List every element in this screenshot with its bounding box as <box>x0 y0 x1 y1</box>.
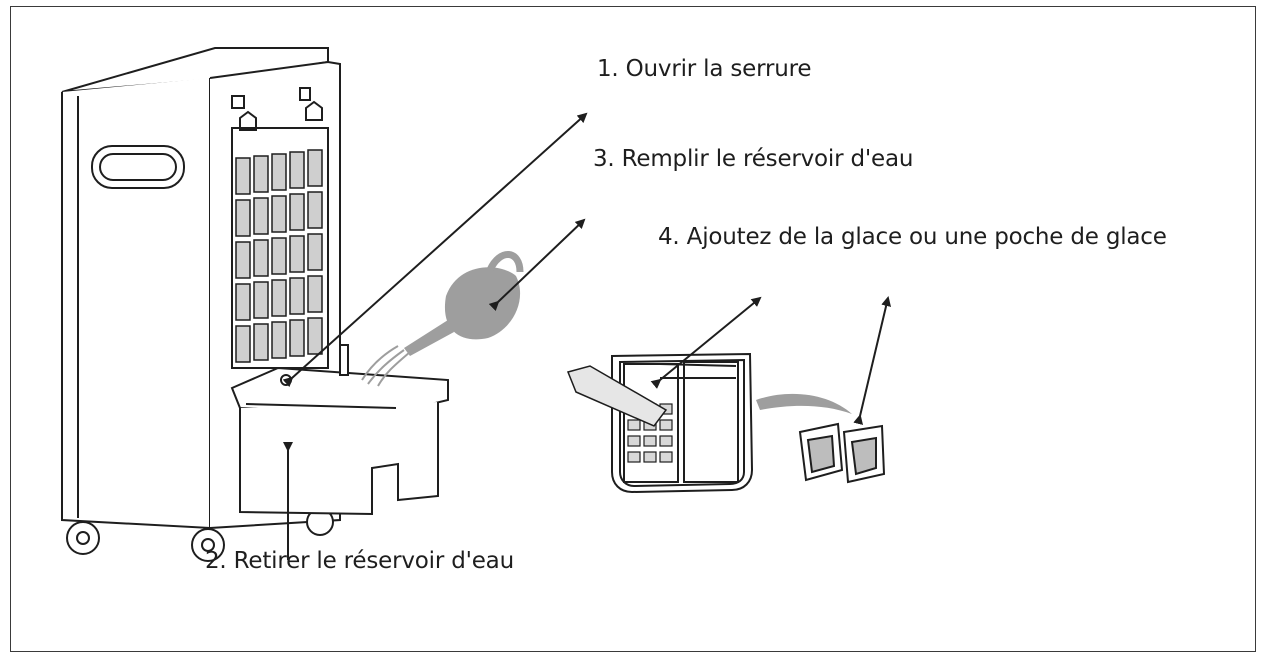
ice-pack-swoosh <box>756 393 852 414</box>
step-1-label: 1. Ouvrir la serrure <box>597 56 812 82</box>
callout-lines <box>282 112 892 560</box>
wheel-icon <box>66 508 334 562</box>
step-4-label: 4. Ajoutez de la glace ou une poche de g… <box>658 224 1167 250</box>
step-3-label: 3. Remplir le réservoir d'eau <box>593 146 914 172</box>
step-2-label: 2. Retirer le réservoir d'eau <box>205 548 514 574</box>
watering-can-icon <box>361 251 524 387</box>
filter-grid <box>235 149 323 363</box>
ice-pack-icon <box>798 422 886 484</box>
